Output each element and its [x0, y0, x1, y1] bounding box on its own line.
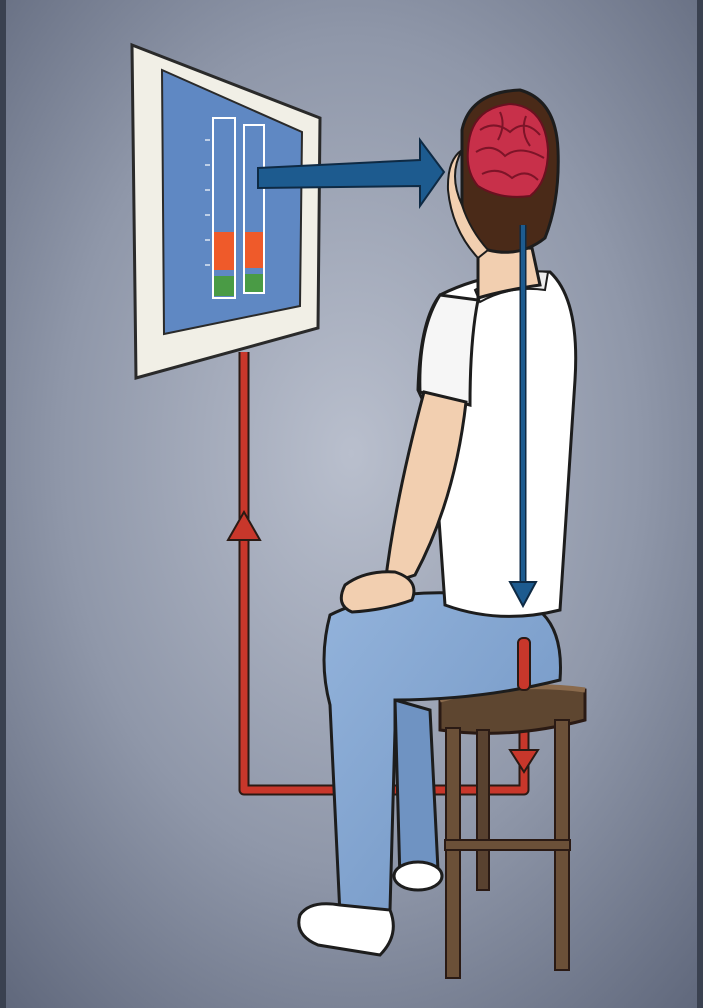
left-border [0, 0, 6, 1008]
bar-fill-orange-left [214, 232, 234, 270]
bar-fill-orange-right [245, 232, 263, 268]
back-shoe [394, 862, 442, 890]
bar-fill-green-left [214, 276, 234, 296]
bar-fill-green-right [245, 274, 263, 292]
stool-leg-front-left [446, 728, 460, 978]
right-border [697, 0, 703, 1008]
back-leg [395, 700, 438, 880]
stool-leg-back [477, 730, 489, 890]
stool-rung [445, 840, 570, 850]
